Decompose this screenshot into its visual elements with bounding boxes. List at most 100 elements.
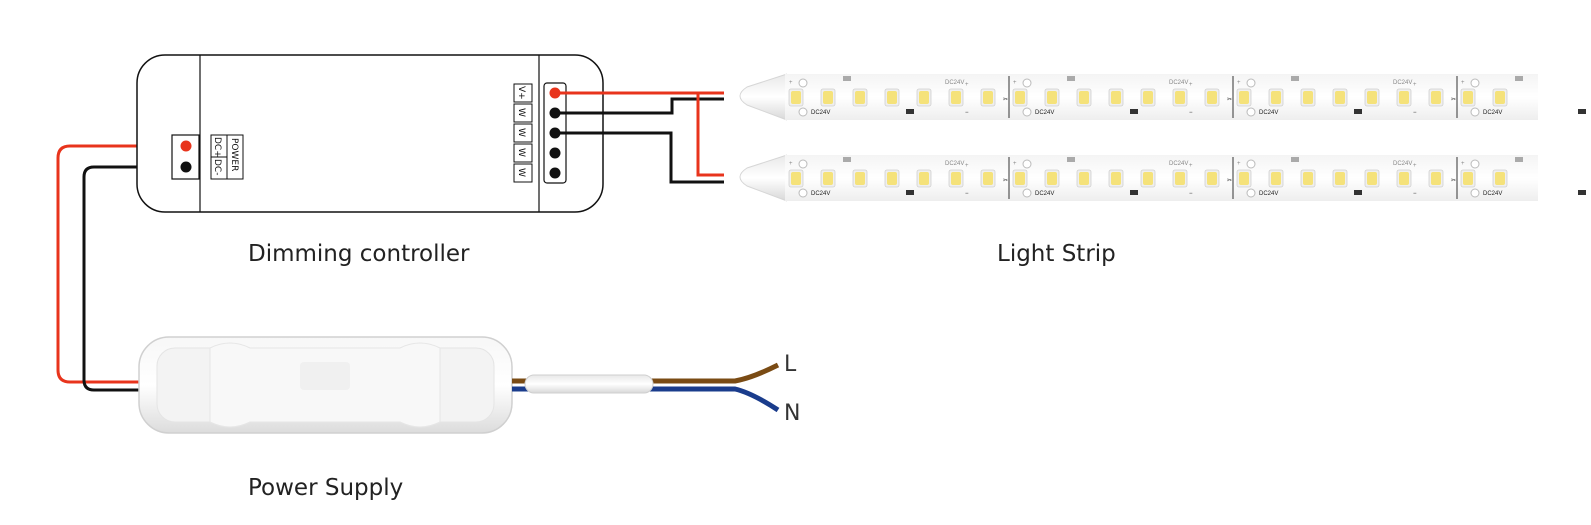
led-chip [820,88,836,107]
minus-mark: − [965,191,969,197]
led-chip [852,169,868,188]
solder-pad [1470,78,1480,88]
resistor [843,157,851,162]
led-chip [1012,169,1028,188]
led-chip [1460,169,1476,188]
resistor [1067,76,1075,81]
led-chip [1076,88,1092,107]
power-supply [138,336,513,434]
resistor [1354,109,1362,114]
voltage-mark: DC24V [1035,110,1054,116]
resistor [1130,109,1138,114]
led-chip [1044,169,1060,188]
output-vplus-label: V+ [516,86,526,100]
led-chip [1108,169,1124,188]
resistor [1515,76,1523,81]
dc-plus-label: DC+ [212,137,222,158]
scissors-icon: ✂ [1003,178,1008,184]
led-chip [948,88,964,107]
voltage-mark: DC24V [945,80,964,86]
led-chip [1492,88,1508,107]
led-chip [1108,88,1124,107]
led-chip [1268,88,1284,107]
resistor [906,190,914,195]
solder-pad [1022,78,1032,88]
led-chip [1396,88,1412,107]
light-strips: +DC24VDC24V+−✂+DC24VDC24V+−✂+DC24VDC24V+… [739,73,1586,202]
output-w4-label: W [516,168,526,177]
led-chip [884,169,900,188]
voltage-mark: DC24V [811,110,830,116]
voltage-mark: DC24V [1483,191,1502,197]
scissors-icon: ✂ [1003,97,1008,103]
psu-positive-wire [56,144,186,384]
led-chip [788,169,804,188]
light-strip-label: Light Strip [997,241,1116,267]
led-chip [1396,169,1412,188]
neutral-wire [512,386,780,413]
led-chip [1172,169,1188,188]
led-chip [1204,88,1220,107]
led-chip [980,169,996,188]
plus-mark: + [965,82,969,88]
power-label: POWER [229,138,239,171]
solder-pad [798,78,808,88]
minus-mark: − [1189,110,1193,116]
strip-end-cap [739,154,788,202]
led-chip [1076,169,1092,188]
voltage-mark: DC24V [1259,110,1278,116]
resistor [1291,157,1299,162]
led-chip [1236,88,1252,107]
plus-mark: + [789,161,793,167]
dimming-controller: POWER DC+ DC- V+ W W W W [136,54,604,213]
power-positive-terminal [180,140,192,152]
led-chip [1236,169,1252,188]
scissors-icon: ✂ [1451,97,1456,103]
led-chip [1364,169,1380,188]
led-chip [1492,169,1508,188]
solder-pad [1246,159,1256,169]
plus-mark: + [1461,161,1465,167]
voltage-mark: DC24V [811,191,830,197]
strip-end-cap [739,73,788,121]
scissors-icon: ✂ [1451,178,1456,184]
led-chip [1012,88,1028,107]
led-chip [1140,169,1156,188]
solder-pad [1246,78,1256,88]
solder-pad [798,159,808,169]
led-chip [916,88,932,107]
resistor [1354,190,1362,195]
scissors-icon: ✂ [1227,178,1232,184]
led-chip [1300,169,1316,188]
resistor [1067,157,1075,162]
solder-pad [1470,188,1480,198]
led-chip [1460,88,1476,107]
led-chip [1204,169,1220,188]
led-chip [980,88,996,107]
psu-negative-wire [82,165,186,392]
resistor [1578,190,1586,195]
solder-pad [1246,107,1256,117]
plus-mark: + [1189,82,1193,88]
led-chip [820,169,836,188]
voltage-mark: DC24V [1169,161,1188,167]
plus-mark: + [1013,80,1017,86]
plus-mark: + [1189,163,1193,169]
led-chip [1044,88,1060,107]
led-chip [1332,169,1348,188]
solder-pad [1470,159,1480,169]
led-chip [1428,169,1444,188]
solder-pad [798,107,808,117]
led-strip-1: +DC24VDC24V+−✂+DC24VDC24V+−✂+DC24VDC24V+… [739,73,1586,121]
resistor [1130,190,1138,195]
mains-cable-sleeve [524,374,654,394]
voltage-mark: DC24V [1035,191,1054,197]
plus-mark: + [1413,82,1417,88]
voltage-mark: DC24V [1169,80,1188,86]
